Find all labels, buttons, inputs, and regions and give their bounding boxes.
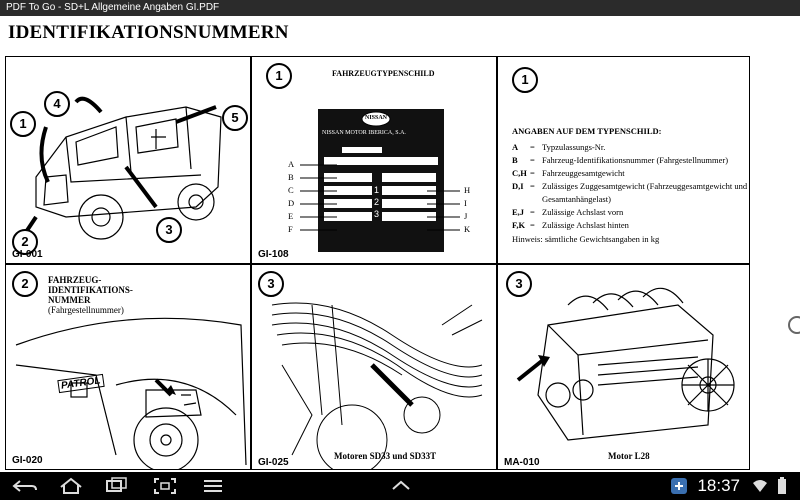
home-icon[interactable] xyxy=(58,477,84,495)
chassis-label-line4: (Fahrgestellnummer) xyxy=(48,305,124,315)
plate-title: FAHRZEUGTYPENSCHILD xyxy=(332,69,435,78)
legend-item: B=Fahrzeug-Identifikationsnummer (Fahrge… xyxy=(512,155,729,165)
type-plate-diagram xyxy=(300,109,460,252)
pdf-page[interactable]: IDENTIFIKATIONSNUMMERN 1 2 3 xyxy=(0,16,800,472)
plate-digit-3: 3 xyxy=(374,209,380,219)
vehicle-illustration xyxy=(24,96,222,240)
chassis-label-line3: NUMMER xyxy=(48,295,91,305)
plate-digit-1: 1 xyxy=(374,185,380,195)
plate-brand: NISSAN xyxy=(365,115,388,121)
panel-vehicle-overview: 1 2 3 4 5 GI-001 xyxy=(5,56,251,264)
engine-l28-illustration xyxy=(516,287,735,441)
legend-list: ANGABEN AUF DEM TYPENSCHILD: A=Typzulass… xyxy=(512,125,749,246)
panel-engine-sd33: 3 Motoren SD33 und SD33T GI-025 xyxy=(251,264,497,470)
panel-plate-legend: 1 ANGABEN AUF DEM TYPENSCHILD: A=Typzula… xyxy=(497,56,750,264)
callout-5: 5 xyxy=(222,105,248,131)
chassis-label-line2: IDENTIFIKATIONS- xyxy=(48,285,133,295)
android-navigation-bar: 18:37 xyxy=(0,472,800,500)
plate-maker: NISSAN MOTOR IBERICA, S.A. xyxy=(322,130,406,136)
figure-caption: Motor L28 xyxy=(608,451,650,461)
badge: 3 xyxy=(506,271,532,297)
callout-3: 3 xyxy=(156,217,182,243)
menu-icon[interactable] xyxy=(200,477,226,495)
legend-item: F,K=Zulässige Achslast hinten xyxy=(512,220,629,230)
legend-item: D,I=Zulässiges Zuggesamtgewicht (Fahrzeu… xyxy=(512,181,748,204)
badge: 2 xyxy=(12,271,38,297)
screenshot-icon[interactable] xyxy=(152,477,178,495)
page-edge-handle[interactable] xyxy=(788,316,800,334)
callout-2: 2 xyxy=(12,229,38,255)
plate-label-a: A xyxy=(288,159,295,169)
figure-code: GI-108 xyxy=(258,249,289,260)
figure-code: GI-020 xyxy=(12,455,43,466)
legend-heading: ANGABEN AUF DEM TYPENSCHILD: xyxy=(512,126,662,136)
figure-code: GI-025 xyxy=(258,457,289,468)
recent-apps-icon[interactable] xyxy=(104,477,130,495)
legend-item: E,J=Zulässige Achslast vorn xyxy=(512,207,624,217)
legend-item: C,H=Fahrzeuggesamtgewicht xyxy=(512,168,625,178)
document-title: IDENTIFIKATIONSNUMMERN xyxy=(8,22,289,43)
plate-label-f: F xyxy=(288,224,293,234)
figure-code: GI-001 xyxy=(12,249,43,260)
plate-label-i: I xyxy=(464,198,467,208)
badge: 1 xyxy=(512,67,538,93)
plate-label-b: B xyxy=(288,172,294,182)
chassis-label-line1: FAHRZEUG- xyxy=(48,275,102,285)
expand-up-icon[interactable] xyxy=(388,477,414,495)
plate-label-c: C xyxy=(288,185,294,195)
panel-type-plate: 1 FAHRZEUGTYPENSCHILD xyxy=(251,56,497,264)
window-title: PDF To Go - SD+L Allgemeine Angaben GI.P… xyxy=(6,2,220,13)
status-clock: 18:37 xyxy=(697,476,740,495)
figure-caption: Motoren SD33 und SD33T xyxy=(334,451,437,461)
panel-chassis-number: 2 FAHRZEUG- IDENTIFIKATIONS- NUMMER (Fah… xyxy=(5,264,251,470)
battery-icon xyxy=(778,477,786,494)
plate-digit-2: 2 xyxy=(374,197,380,207)
legend-item: A=Typzulassungs-Nr. xyxy=(512,142,606,152)
plate-label-j: J xyxy=(464,211,468,221)
chassis-illustration xyxy=(15,317,247,469)
plate-label-k: K xyxy=(464,224,471,234)
wifi-icon xyxy=(753,480,767,492)
badge: 1 xyxy=(266,63,292,89)
engine-sd33-illustration xyxy=(271,302,483,469)
callout-4: 4 xyxy=(44,91,70,117)
plate-label-d: D xyxy=(288,198,295,208)
legend-note: Hinweis: sämtliche Gewichtsangaben in kg xyxy=(512,234,660,244)
callout-1: 1 xyxy=(10,111,36,137)
panel-engine-l28: 3 Motor L28 MA-010 xyxy=(497,264,750,470)
figure-code: MA-010 xyxy=(504,457,540,468)
plate-label-e: E xyxy=(288,211,294,221)
badge: 3 xyxy=(258,271,284,297)
window-title-bar: PDF To Go - SD+L Allgemeine Angaben GI.P… xyxy=(0,0,800,16)
plate-label-h: H xyxy=(464,185,471,195)
back-icon[interactable] xyxy=(12,477,38,495)
app-notification-icon xyxy=(671,478,687,494)
